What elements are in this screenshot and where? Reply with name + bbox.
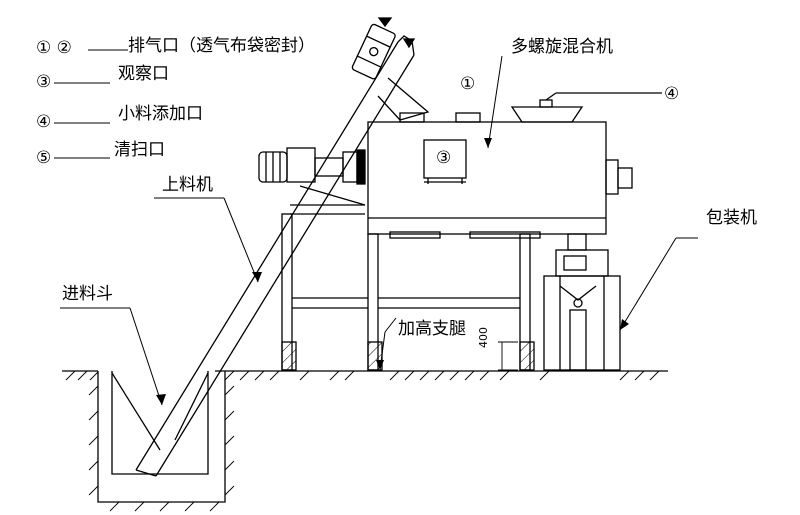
marker-3: ③ [436, 148, 452, 168]
drive-motor [258, 147, 366, 185]
legend-marker-1-2: ① ② [36, 38, 72, 58]
leader-lines [54, 49, 698, 406]
legend-marker-4: ④ [36, 112, 52, 132]
legend-text-observation: 观察口 [118, 64, 169, 84]
label-conveyor: 上料机 [162, 175, 213, 195]
ground [62, 370, 668, 512]
marker-4: ④ [664, 84, 680, 104]
height-dimension [498, 341, 518, 371]
mixer-body [367, 92, 662, 251]
label-legs: 加高支腿 [398, 319, 466, 339]
packaging-machine [543, 249, 621, 371]
exhaust-filter [351, 17, 396, 80]
legend-text-cleaning: 清扫口 [114, 140, 165, 160]
screw-conveyor [135, 35, 416, 477]
legend-marker-3: ③ [36, 72, 52, 92]
dimension-400: 400 [477, 327, 490, 348]
legend-text-additive: 小料添加口 [118, 104, 203, 124]
feed-hopper [111, 372, 209, 451]
support-frame [281, 185, 531, 371]
label-mixer: 多螺旋混合机 [511, 37, 613, 57]
label-hopper: 进料斗 [62, 284, 113, 304]
arrow-heads [156, 138, 629, 405]
marker-1: ① [460, 74, 476, 94]
raised-legs [281, 341, 535, 371]
discharge-chute [377, 77, 430, 121]
legend-text-exhaust: 排气口（透气布袋密封） [128, 36, 315, 56]
legend-marker-5: ⑤ [36, 148, 52, 168]
label-packer: 包装机 [706, 208, 757, 228]
